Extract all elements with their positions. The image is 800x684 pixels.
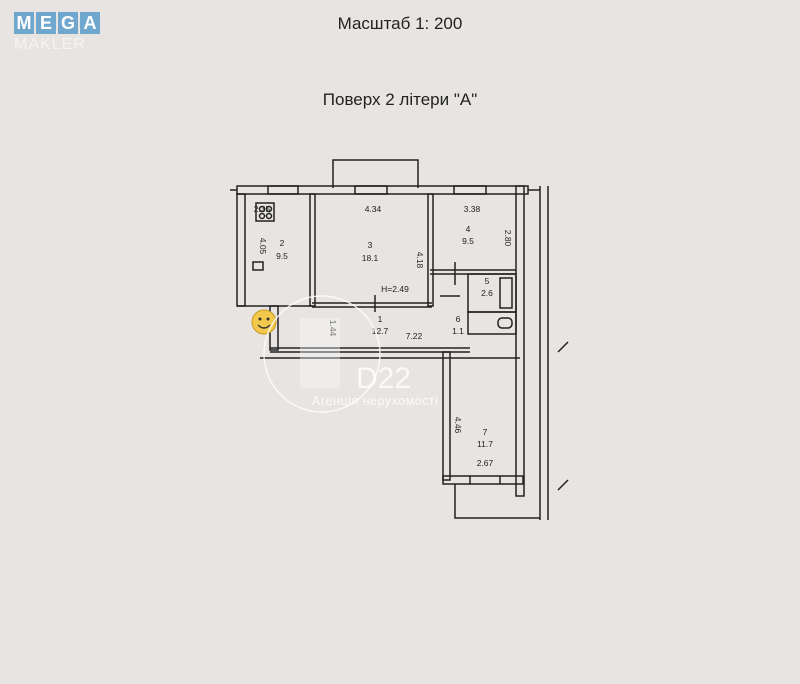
room-number: 4: [466, 224, 471, 234]
dimension: 4.46: [453, 417, 463, 434]
room-area: 12.7: [372, 326, 389, 336]
logo-letter: A: [80, 12, 100, 34]
dimension: 2.35: [254, 204, 271, 214]
scale-label: Масштаб 1: 200: [337, 14, 463, 33]
dimension: 1.44: [328, 320, 338, 337]
smiley-icon: [251, 309, 277, 335]
watermark-tagline: Агенція нерухомості: [312, 394, 438, 408]
room-number: 6: [456, 314, 461, 324]
room-number: 7: [483, 427, 488, 437]
dimension: 3.38: [464, 204, 481, 214]
room-area: 2.6: [481, 288, 493, 298]
logo-letter: G: [58, 12, 78, 34]
walls: [230, 159, 569, 520]
floor-title: Поверх 2 літери "А": [322, 90, 478, 109]
room-number: 3: [368, 240, 373, 250]
room-number: 1: [378, 314, 383, 324]
watermark-brand: D22: [356, 362, 411, 395]
dimension: 2.80: [503, 230, 513, 247]
room-number: 2: [280, 238, 285, 248]
watermark: D22 Агенція нерухомості: [263, 295, 438, 413]
room-area: 11.7: [477, 439, 493, 449]
room-area: 9.5: [462, 236, 474, 246]
dimension: 2.67: [477, 458, 494, 468]
room-area: 1.1: [452, 326, 464, 336]
mega-makler-logo: M E G A MAKLER: [14, 12, 100, 54]
logo-subtext: MAKLER: [14, 36, 86, 53]
ceiling-height: H=2.49: [381, 284, 409, 294]
dimension: 4.05: [258, 238, 268, 255]
dimension: 4.18: [415, 252, 425, 269]
dimension: 4.34: [365, 204, 382, 214]
room-number: 5: [485, 276, 490, 286]
room-area: 18.1: [362, 253, 379, 263]
dimension: 7.22: [406, 331, 423, 341]
room-labels: 2 9.5 3 18.1 4 9.5 5 2.6 1 12.7 6 1.1 7 …: [254, 204, 513, 468]
room-area: 9.5: [276, 251, 288, 261]
logo-letter: E: [36, 12, 56, 34]
logo-letter: M: [14, 12, 34, 34]
